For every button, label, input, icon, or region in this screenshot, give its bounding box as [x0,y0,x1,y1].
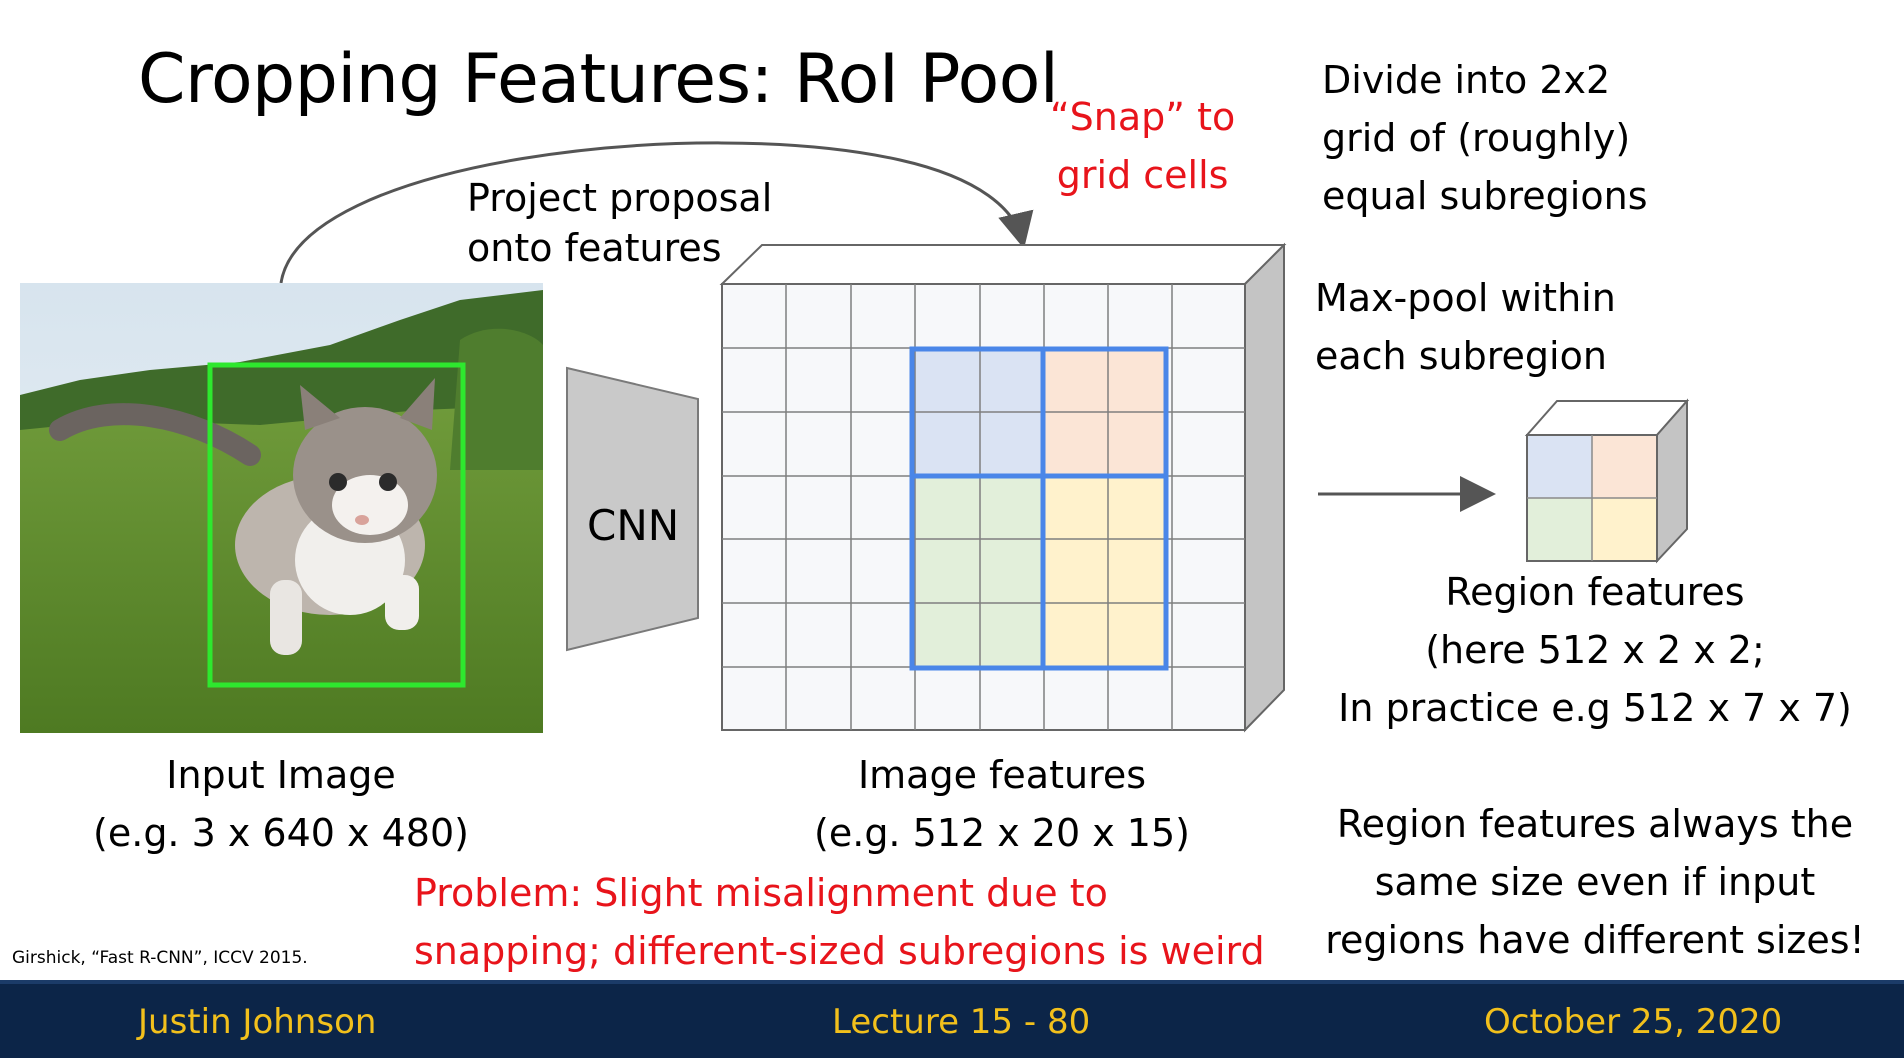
note-line-3: regions have different sizes! [1325,918,1865,962]
features-caption-line-1: Image features [857,753,1147,797]
project-line-2: onto features [467,226,722,270]
divide-line-2: grid of (roughly) [1322,116,1631,160]
snap-line-2: grid cells [1056,153,1229,197]
input-caption-line-2: (e.g. 3 x 640 x 480) [93,811,469,855]
maxpool-line-1: Max-pool within [1315,276,1616,320]
divide-label: Divide into 2x2 grid of (roughly) equal … [1322,51,1648,225]
footer-bar: Justin Johnson Lecture 15 - 80 October 2… [0,980,1904,1058]
region-features-cube [1524,398,1690,564]
image-features-caption: Image features (e.g. 512 x 20 x 15) [802,746,1202,862]
cnn-block [566,366,699,652]
input-image-caption: Input Image (e.g. 3 x 640 x 480) [81,746,481,862]
features-caption-line-2: (e.g. 512 x 20 x 15) [814,811,1190,855]
problem-line-1: Problem: Slight misalignment due to [414,871,1108,915]
input-image [20,283,543,733]
subregion-bottom-left [912,476,1043,668]
region-size-note: Region features always the same size eve… [1315,795,1875,969]
maxpool-label: Max-pool within each subregion [1315,269,1616,385]
snap-line-1: “Snap” to [1050,95,1236,139]
feature-volume-side [1244,242,1285,733]
citation: Girshick, “Fast R-CNN”, ICCV 2015. [12,948,308,968]
snap-label: “Snap” to grid cells [1050,88,1235,204]
footer-date: October 25, 2020 [1484,1002,1783,1042]
problem-text: Problem: Slight misalignment due to snap… [414,864,1265,980]
note-line-1: Region features always the [1336,802,1854,846]
footer-author: Justin Johnson [138,1002,377,1042]
project-proposal-label: Project proposal onto features [467,173,772,273]
note-line-2: same size even if input [1374,860,1816,904]
input-caption-line-1: Input Image [166,753,396,797]
roi-proposal-box [207,362,466,688]
cnn-label: CNN [587,501,680,550]
region-caption-line-3: In practice e.g 512 x 7 x 7) [1338,686,1852,730]
region-caption-line-1: Region features [1445,570,1745,614]
divide-line-3: equal subregions [1322,174,1648,218]
slide-title: Cropping Features: RoI Pool [138,40,1059,119]
projection-arrow [279,141,1034,284]
divide-line-1: Divide into 2x2 [1322,58,1611,102]
region-caption-line-2: (here 512 x 2 x 2; [1425,628,1765,672]
feature-volume-top [719,244,1287,285]
snapped-roi [909,346,1169,671]
problem-line-2: snapping; different-sized subregions is … [414,929,1265,973]
maxpool-line-2: each subregion [1315,334,1607,378]
footer-lecture: Lecture 15 - 80 [832,1002,1091,1042]
project-line-1: Project proposal [467,176,773,220]
subregion-bottom-right [1043,476,1166,668]
region-features-caption: Region features (here 512 x 2 x 2; In pr… [1330,563,1860,737]
